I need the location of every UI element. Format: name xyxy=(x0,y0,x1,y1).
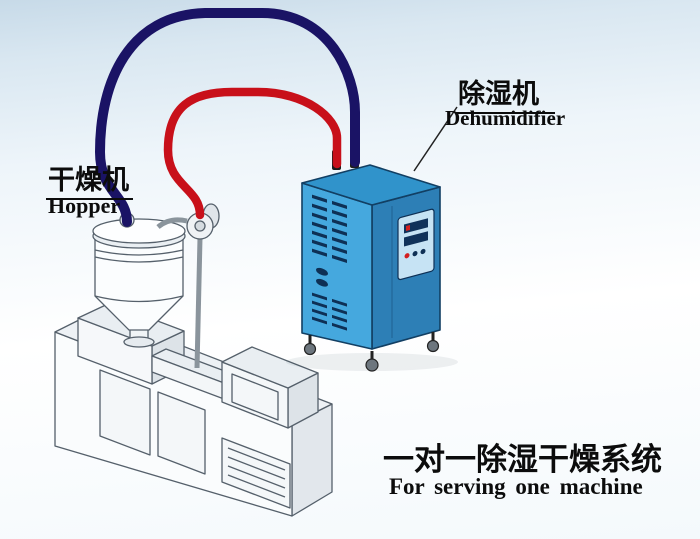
machine-door xyxy=(99,369,151,456)
machine-vent-panel xyxy=(221,437,291,509)
hopper-dryer xyxy=(92,212,188,348)
dryer-label-cn: 干燥机 xyxy=(46,158,133,200)
caster-wheel xyxy=(426,339,440,353)
panel-button xyxy=(420,248,426,255)
control-panel xyxy=(397,208,435,281)
dehumidifier-label-en: Dehumidifier xyxy=(445,106,566,130)
panel-display xyxy=(404,231,428,247)
hopper-band xyxy=(94,256,184,263)
caster-wheels xyxy=(303,332,440,372)
caster-wheel xyxy=(365,358,379,372)
system-caption-en: For serving one machine xyxy=(389,474,643,499)
panel-button xyxy=(412,251,418,257)
return-pipe-navy xyxy=(95,8,360,227)
panel-button xyxy=(404,253,410,259)
vent-louvers xyxy=(312,194,347,331)
system-caption-cn: 一对一除湿干燥系统 xyxy=(383,442,662,478)
hopper-flange xyxy=(123,336,155,348)
supply-pipe-red xyxy=(163,87,342,220)
machine-door xyxy=(157,391,206,475)
dehumidifier-leader-line xyxy=(413,106,458,172)
electrical-box xyxy=(221,346,319,429)
dehumidifier-label-cn: 除湿机 xyxy=(456,72,555,114)
vent-oval xyxy=(316,267,328,276)
dryer-label-en: Hopper xyxy=(48,193,121,218)
hopper-cone-edge xyxy=(94,295,184,303)
extruder-machine xyxy=(54,302,333,517)
hopper-band xyxy=(94,249,184,256)
dehumidifier-cabinet xyxy=(286,147,458,372)
panel-indicator xyxy=(406,224,410,232)
cabinet-front-face xyxy=(301,182,373,350)
cabinet-top-face xyxy=(301,164,441,206)
blower-unit xyxy=(186,203,220,369)
lid-elbow-fitting xyxy=(156,217,188,229)
blower-suction-pipe xyxy=(194,237,203,369)
vent-oval xyxy=(316,278,328,287)
caster-wheel xyxy=(303,342,317,356)
blower-hub xyxy=(194,220,206,232)
